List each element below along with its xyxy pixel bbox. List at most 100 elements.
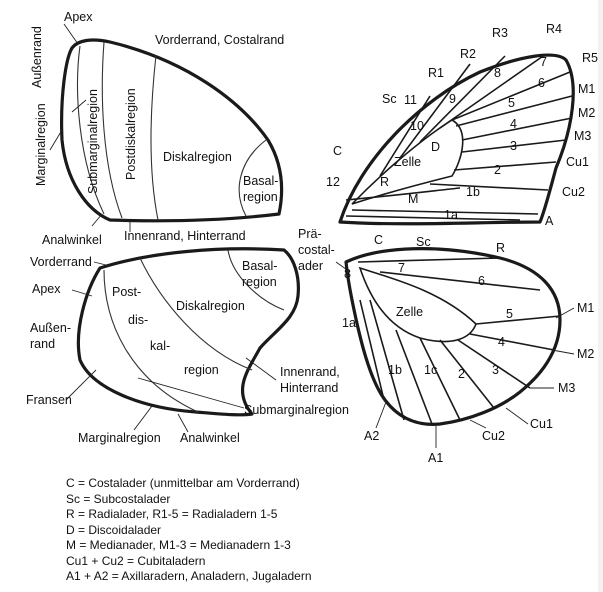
fw-cell-label: Zelle bbox=[394, 155, 421, 169]
hw-vein-Cu1: Cu1 bbox=[530, 417, 553, 431]
fw-vein-1b: 1b bbox=[466, 185, 480, 199]
fw-vein-8: 8 bbox=[494, 66, 501, 80]
postdiscal-line bbox=[102, 42, 122, 218]
precostal-label-1: Prä- bbox=[298, 227, 322, 241]
hw-vein-1b: 1b bbox=[388, 363, 402, 377]
hw-anal-angle-label: Analwinkel bbox=[180, 431, 240, 445]
fw-vein-R: R bbox=[380, 175, 389, 189]
fw-vein-R2: R2 bbox=[460, 47, 476, 61]
hw-vein-Cu2: Cu2 bbox=[482, 429, 505, 443]
hw-vein-1c: 1c bbox=[424, 363, 437, 377]
hw-postdiscal-label-4: region bbox=[184, 363, 219, 377]
fw-postdiscal-region-label: Postdiskalregion bbox=[124, 88, 138, 180]
fw-vein-C: C bbox=[333, 144, 342, 158]
fw-basal-region-label-2: region bbox=[243, 190, 278, 204]
fw-vein-R3: R3 bbox=[492, 26, 508, 40]
abbreviation-legend: C = Costalader (unmittelbar am Vorderran… bbox=[66, 476, 486, 585]
fw-discal-region-label: Diskalregion bbox=[163, 150, 232, 164]
hw-inner-margin-label-1: Innenrand, bbox=[280, 365, 340, 379]
hw-vein-6: 6 bbox=[478, 274, 485, 288]
fw-vein-4: 4 bbox=[510, 117, 517, 131]
fw-basal-region-label-1: Basal- bbox=[243, 174, 278, 188]
hw-apex-label: Apex bbox=[32, 282, 61, 296]
hw-basal-region-label-1: Basal- bbox=[242, 259, 277, 273]
hw-venation-outline bbox=[346, 249, 560, 425]
legend-item: M = Medianader, M1-3 = Medianadern 1-3 bbox=[66, 538, 486, 554]
fw-vein-3: 3 bbox=[510, 139, 517, 153]
hw-discal-line bbox=[140, 258, 252, 370]
hw-vein-7: 7 bbox=[398, 261, 405, 275]
precostal-label-3: ader bbox=[298, 259, 323, 273]
fw-vein-6: 6 bbox=[538, 76, 545, 90]
legend-item: Cu1 + Cu2 = Cubitaladern bbox=[66, 554, 486, 570]
hw-postdiscal-label-3: kal- bbox=[150, 339, 170, 353]
hw-vein-3: 3 bbox=[492, 363, 499, 377]
hw-outer-margin-label-1: Außen- bbox=[30, 321, 71, 335]
fw-vein-12: 12 bbox=[326, 175, 340, 189]
fw-outer-margin-label: Außenrand bbox=[30, 26, 44, 88]
fw-marginal-region-label: Marginalregion bbox=[34, 103, 48, 186]
fw-vein-R1: R1 bbox=[428, 66, 444, 80]
legend-item: A1 + A2 = Axillaradern, Analadern, Jugal… bbox=[66, 569, 486, 585]
legend-item: R = Radialader, R1-5 = Radialadern 1-5 bbox=[66, 507, 486, 523]
fw-vein-7: 7 bbox=[540, 55, 547, 69]
hw-marginal-region-label: Marginalregion bbox=[78, 431, 161, 445]
hw-vein-2: 2 bbox=[458, 367, 465, 381]
fw-vein-5: 5 bbox=[508, 96, 515, 110]
hw-vein-5: 5 bbox=[506, 307, 513, 321]
fw-vein-A: A bbox=[545, 214, 554, 228]
legend-item: D = Discoidalader bbox=[66, 523, 486, 539]
fw-vein-1a: 1a bbox=[444, 208, 458, 222]
hindwing-regions-drawing bbox=[78, 249, 298, 415]
hw-costal-margin-label: Vorderrand bbox=[30, 255, 92, 269]
fw-vein-R4: R4 bbox=[546, 22, 562, 36]
legend-item: C = Costalader (unmittelbar am Vorderran… bbox=[66, 476, 486, 492]
fw-vein-10: 10 bbox=[410, 119, 424, 133]
fw-vein-M2: M2 bbox=[578, 106, 595, 120]
discal-line bbox=[151, 55, 158, 220]
hw-fringes-label: Fransen bbox=[26, 393, 72, 407]
hw-discal-region-label: Diskalregion bbox=[176, 299, 245, 313]
hindwing-outline bbox=[78, 249, 298, 415]
fw-vein-M1: M1 bbox=[578, 82, 595, 96]
hw-vein-M2: M2 bbox=[577, 347, 594, 361]
hw-vein-M3: M3 bbox=[558, 381, 575, 395]
fw-anal-angle-label: Analwinkel bbox=[42, 233, 102, 247]
fw-costal-margin-label: Vorderrand, Costalrand bbox=[155, 33, 284, 47]
fw-submarginal-region-label: Submarginalregion bbox=[86, 89, 100, 194]
fw-vein-2: 2 bbox=[494, 163, 501, 177]
fw-vein-9: 9 bbox=[449, 92, 456, 106]
fw-vein-M: M bbox=[408, 192, 418, 206]
fw-vein-D: D bbox=[431, 140, 440, 154]
hw-vein-8: 8 bbox=[344, 267, 351, 281]
fw-vein-R5: R5 bbox=[582, 51, 598, 65]
fw-vein-M3: M3 bbox=[574, 129, 591, 143]
precostal-label-2: costal- bbox=[298, 243, 335, 257]
hindwing-venation-drawing bbox=[346, 249, 560, 425]
hw-vein-R: R bbox=[496, 241, 505, 255]
hw-vein-C: C bbox=[374, 233, 383, 247]
fw-vein-Cu1: Cu1 bbox=[566, 155, 589, 169]
hw-submarginal-region-label: Submarginalregion bbox=[244, 403, 349, 417]
fw-inner-margin-label: Innenrand, Hinterrand bbox=[124, 229, 246, 243]
legend-item: Sc = Subcostalader bbox=[66, 492, 486, 508]
hw-vein-1a: 1a bbox=[342, 316, 356, 330]
hw-vein-4: 4 bbox=[498, 335, 505, 349]
fw-apex-label: Apex bbox=[64, 10, 93, 24]
fw-vein-11: 11 bbox=[404, 93, 417, 107]
hw-cell-label: Zelle bbox=[396, 305, 423, 319]
wing-diagram: Apex Außenrand Vorderrand, Costalrand Ma… bbox=[0, 0, 598, 470]
fw-vein-Cu2: Cu2 bbox=[562, 185, 585, 199]
hw-postdiscal-label-2: dis- bbox=[128, 313, 148, 327]
hw-vein-A1: A1 bbox=[428, 451, 443, 465]
hw-postdiscal-label-1: Post- bbox=[112, 285, 141, 299]
hw-vein-M1: M1 bbox=[577, 301, 594, 315]
hw-basal-region-label-2: region bbox=[242, 275, 277, 289]
hw-vein-A2: A2 bbox=[364, 429, 379, 443]
hw-inner-margin-label-2: Hinterrand bbox=[280, 381, 338, 395]
hw-vein-Sc: Sc bbox=[416, 235, 431, 249]
fw-vein-Sc: Sc bbox=[382, 92, 397, 106]
hw-outer-margin-label-2: rand bbox=[30, 337, 55, 351]
